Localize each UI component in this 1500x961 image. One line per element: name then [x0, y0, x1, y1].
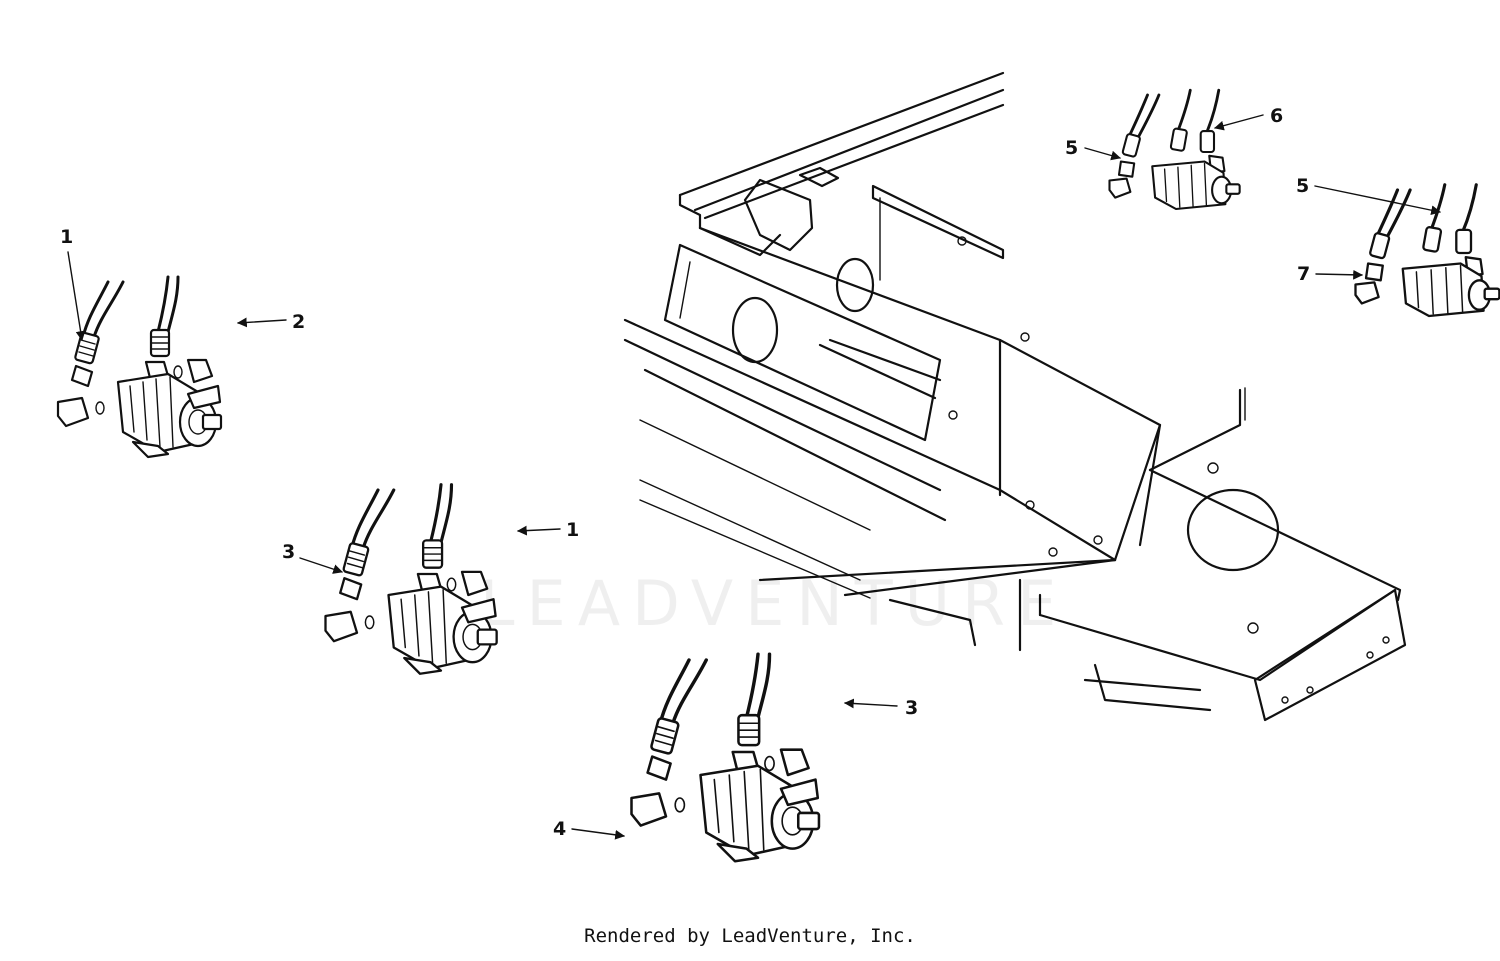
callout-4: 4 — [553, 818, 625, 840]
svg-text:3: 3 — [282, 541, 295, 563]
svg-text:7: 7 — [1297, 263, 1310, 285]
callout-3-center: 3 — [282, 541, 343, 574]
callout-7: 7 — [1297, 263, 1363, 285]
callout-2: 2 — [237, 311, 305, 333]
callout-3-bottom: 3 — [844, 697, 918, 719]
callout-5-right: 5 — [1296, 175, 1441, 216]
svg-text:1: 1 — [566, 519, 579, 541]
pump-assembly-right — [1353, 183, 1500, 318]
svg-text:2: 2 — [292, 311, 305, 333]
svg-text:1: 1 — [60, 226, 73, 248]
callout-1-left: 1 — [60, 226, 86, 341]
callout-5-top: 5 — [1065, 137, 1121, 161]
motor-assembly-left — [56, 275, 223, 459]
motor-assembly-center — [323, 483, 499, 676]
svg-text:4: 4 — [553, 818, 566, 840]
svg-text:6: 6 — [1270, 105, 1283, 127]
callout-6: 6 — [1214, 105, 1283, 131]
frame-structure — [623, 71, 1407, 722]
svg-text:5: 5 — [1296, 175, 1309, 197]
svg-text:3: 3 — [905, 697, 918, 719]
watermark: LEADVENTURE — [480, 567, 1068, 640]
footer-credit: Rendered by LeadVenture, Inc. — [584, 925, 916, 947]
pump-assembly-top-right — [1108, 88, 1242, 211]
motor-assembly-bottom — [629, 652, 821, 863]
svg-text:5: 5 — [1065, 137, 1078, 159]
callout-1-center: 1 — [517, 519, 579, 541]
